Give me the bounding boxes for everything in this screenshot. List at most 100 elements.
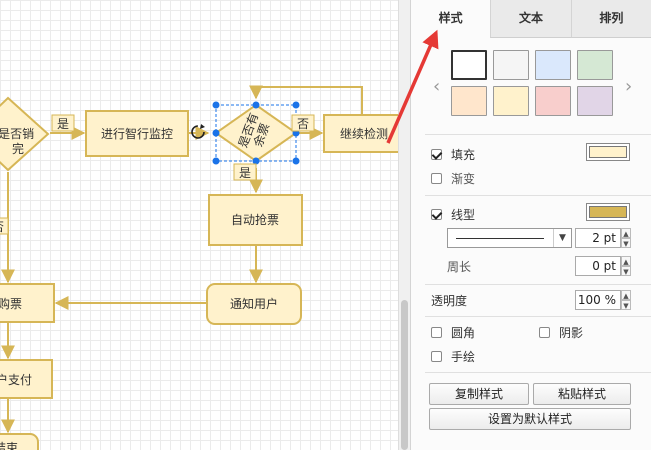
terminal-end[interactable]: 结束 <box>0 433 39 450</box>
spin-down-icon[interactable]: ▼ <box>621 266 631 276</box>
perimeter-row: 周长 <box>447 258 471 275</box>
shadow-checkbox[interactable] <box>539 327 550 338</box>
color-swatch[interactable] <box>535 86 571 116</box>
color-swatch[interactable] <box>535 50 571 80</box>
gradient-row: 渐变 <box>431 170 475 187</box>
color-swatch[interactable] <box>493 50 529 80</box>
spin-down-icon[interactable]: ▼ <box>621 238 631 248</box>
solid-line-icon <box>456 238 544 239</box>
resize-handle[interactable] <box>212 157 220 165</box>
perimeter-spinner[interactable]: ▲▼ <box>621 256 631 276</box>
opacity-row: 透明度 <box>431 292 467 309</box>
fill-color-swatch <box>589 146 627 158</box>
resize-handle[interactable] <box>252 157 260 165</box>
fill-row: 填充 <box>431 146 475 163</box>
color-swatch[interactable] <box>577 50 613 80</box>
sketch-checkbox[interactable] <box>431 351 442 362</box>
gradient-label: 渐变 <box>451 172 476 186</box>
perimeter-input[interactable]: 0 pt <box>575 256 621 276</box>
resize-handle[interactable] <box>212 101 220 109</box>
edge-continue-loop[interactable] <box>249 85 363 115</box>
scrollbar-thumb[interactable] <box>401 300 408 450</box>
edge-label-yes-2[interactable]: 是 <box>233 163 257 181</box>
node-buy-text: 购票 <box>0 296 22 311</box>
fill-color-button[interactable] <box>586 143 630 161</box>
process-notify[interactable]: 通知用户 <box>206 283 302 325</box>
tab-arrange[interactable]: 排列 <box>570 0 651 38</box>
node-notify-text: 通知用户 <box>230 296 278 311</box>
color-swatch[interactable] <box>451 86 487 116</box>
resize-handle[interactable] <box>292 101 300 109</box>
edge-label-no-1[interactable]: 否 <box>291 114 315 132</box>
dropdown-arrow-icon[interactable]: ▼ <box>553 229 571 247</box>
format-panel: 样式 文本 排列 ‹ › 填充 渐变 线型 ▼ <box>410 0 651 450</box>
color-swatch[interactable] <box>451 50 487 80</box>
resize-handle[interactable] <box>212 129 220 137</box>
opacity-label: 透明度 <box>431 294 468 308</box>
process-continue[interactable]: 继续检测 <box>323 114 398 153</box>
divider <box>425 134 651 135</box>
divider <box>425 195 651 196</box>
edge-label-yes-1[interactable]: 是 <box>51 114 75 132</box>
sketch-row: 手绘 <box>431 348 475 365</box>
node-monitor-text: 进行智行监控 <box>101 126 173 141</box>
line-width-spinner[interactable]: ▲▼ <box>621 228 631 248</box>
process-auto-grab[interactable]: 自动抢票 <box>208 194 303 246</box>
divider <box>425 316 651 317</box>
sketch-label: 手绘 <box>451 350 476 364</box>
line-width-input[interactable]: 2 pt <box>575 228 621 248</box>
svg-text:是: 是 <box>57 117 69 131</box>
rounded-row: 圆角 <box>431 324 475 341</box>
opacity-spinner[interactable]: ▲▼ <box>621 290 631 310</box>
node-check-sale-text: 是否销 完 <box>0 127 38 156</box>
flowchart: 是否销 完 进行智行监控 是否有 余票 <box>0 85 398 450</box>
node-end-text: 结束 <box>0 441 18 450</box>
spin-up-icon[interactable]: ▲ <box>621 228 631 238</box>
color-swatch[interactable] <box>493 86 529 116</box>
divider <box>425 372 651 373</box>
shadow-label: 阴影 <box>559 326 584 340</box>
process-monitor[interactable]: 进行智行监控 <box>85 110 189 157</box>
divider <box>425 284 651 285</box>
gradient-checkbox[interactable] <box>431 173 442 184</box>
process-pay[interactable]: 户支付 <box>0 359 53 399</box>
line-label: 线型 <box>451 208 476 222</box>
canvas-scrollbar[interactable] <box>398 0 410 450</box>
process-buy[interactable]: 购票 <box>0 283 55 323</box>
node-continue-text: 继续检测 <box>340 126 388 141</box>
fill-checkbox[interactable] <box>431 149 442 160</box>
line-pattern-select[interactable]: ▼ <box>447 228 572 248</box>
tab-style[interactable]: 样式 <box>411 0 491 38</box>
spin-up-icon[interactable]: ▲ <box>621 256 631 266</box>
opacity-input[interactable]: 100 % <box>575 290 621 310</box>
node-auto-grab-text: 自动抢票 <box>231 212 279 227</box>
rotate-icon[interactable] <box>191 124 205 139</box>
chevron-left-icon[interactable]: ‹ <box>433 76 441 97</box>
spin-down-icon[interactable]: ▼ <box>621 300 631 310</box>
resize-handle[interactable] <box>252 101 260 109</box>
tab-text[interactable]: 文本 <box>490 0 571 38</box>
svg-text:否: 否 <box>297 117 309 131</box>
decision-has-ticket[interactable]: 是否有 余票 <box>214 103 298 163</box>
line-color-button[interactable] <box>586 203 630 221</box>
spin-up-icon[interactable]: ▲ <box>621 290 631 300</box>
diagram-canvas[interactable]: 是否销 完 进行智行监控 是否有 余票 <box>0 0 398 450</box>
swatch-grid <box>451 50 613 116</box>
svg-text:否: 否 <box>0 220 4 234</box>
rounded-label: 圆角 <box>451 326 476 340</box>
paste-style-button[interactable]: 粘贴样式 <box>533 383 631 405</box>
fill-label: 填充 <box>451 148 476 162</box>
color-swatch[interactable] <box>577 86 613 116</box>
copy-style-button[interactable]: 复制样式 <box>429 383 529 405</box>
node-pay-text: 户支付 <box>0 372 32 387</box>
set-default-style-button[interactable]: 设置为默认样式 <box>429 408 631 430</box>
rounded-checkbox[interactable] <box>431 327 442 338</box>
line-checkbox[interactable] <box>431 209 442 220</box>
chevron-right-icon[interactable]: › <box>625 76 633 97</box>
decision-check-sale[interactable]: 是否销 完 <box>0 96 50 172</box>
shadow-row: 阴影 <box>539 324 583 341</box>
resize-handle[interactable] <box>292 157 300 165</box>
color-swatches: ‹ › <box>425 50 637 124</box>
edge-label-no-2[interactable]: 否 <box>0 217 9 235</box>
